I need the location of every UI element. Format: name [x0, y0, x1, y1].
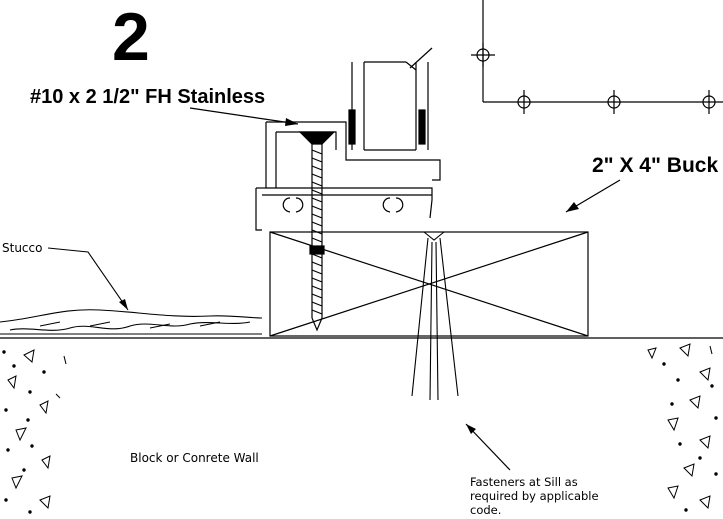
detail-number: 2 — [112, 0, 150, 75]
buck-block — [269, 231, 589, 337]
sill-fastener — [411, 231, 459, 401]
sill-extrusion — [255, 121, 441, 231]
concrete-hatch-right — [647, 343, 718, 512]
stainless-screw — [298, 131, 336, 332]
concrete-hatch-left — [2, 349, 67, 514]
stucco-label: Stucco — [2, 241, 42, 255]
fasteners-note-line3: code. — [470, 503, 501, 517]
stucco-layer — [0, 309, 263, 335]
frame-stile — [348, 47, 433, 151]
stucco-leader — [47, 247, 129, 311]
screw-leader — [189, 107, 299, 125]
screw-label: #10 x 2 1/2" FH Stainless — [30, 86, 265, 108]
fasteners-leader-arrow — [466, 424, 476, 434]
wall-label: Block or Conrete Wall — [130, 451, 259, 465]
frame-corner — [471, 0, 723, 114]
buck-leader-arrow — [566, 202, 579, 212]
fasteners-note-line2: required by applicable — [470, 489, 599, 503]
buck-label: 2" X 4" Buck — [592, 154, 718, 177]
stucco-leader-arrow — [119, 299, 128, 310]
fasteners-note-line1: Fasteners at Sill as — [470, 475, 578, 489]
